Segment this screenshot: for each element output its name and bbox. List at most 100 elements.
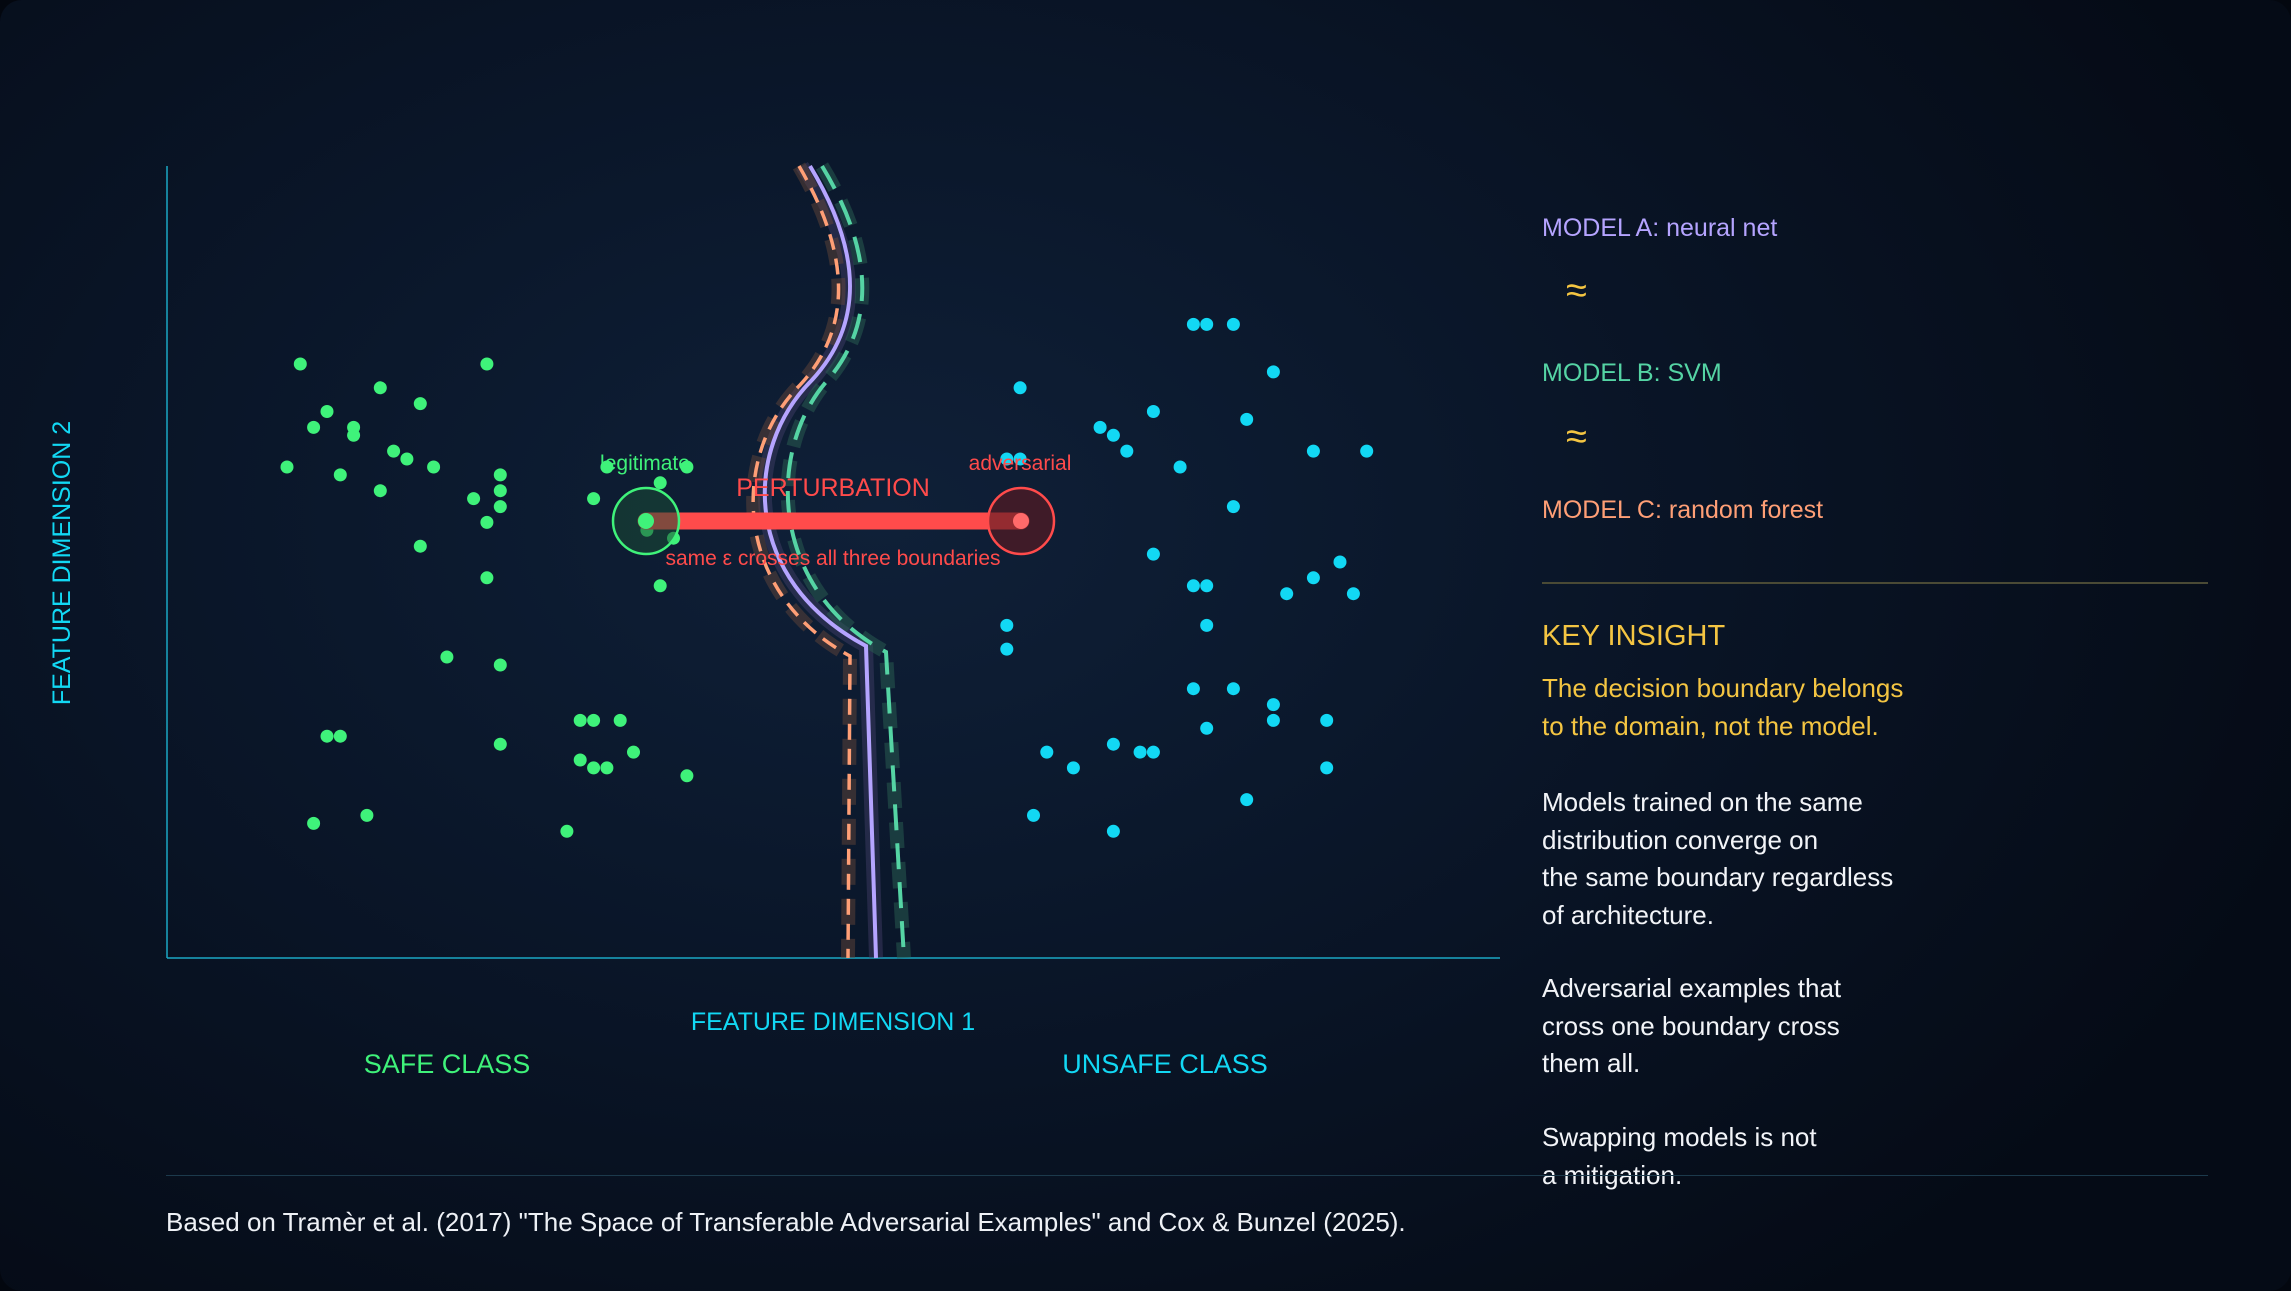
safe-point: [360, 808, 374, 822]
safe-point: [413, 539, 427, 553]
unsafe-point: [1093, 420, 1107, 434]
model-b-label: MODEL B: SVM: [1542, 359, 1722, 387]
unsafe-point: [1106, 737, 1120, 751]
unsafe-point: [1266, 365, 1280, 379]
boundary-model-a: [762, 164, 878, 959]
unsafe-point: [1200, 317, 1214, 331]
unsafe-point: [1266, 713, 1280, 727]
safe-point: [653, 579, 667, 593]
safe-point: [347, 428, 361, 442]
unsafe-point: [1146, 745, 1160, 759]
safe-point: [493, 468, 507, 482]
perturbation-group: [611, 486, 1056, 556]
safe-point: [573, 713, 587, 727]
unsafe-point: [1013, 381, 1027, 395]
footer-rule: [166, 1175, 2208, 1176]
unsafe-point: [1200, 579, 1214, 593]
unsafe-class-label: UNSAFE CLASS: [1062, 1049, 1268, 1079]
safe-point: [627, 745, 640, 759]
y-axis-label: FEATURE DIMENSION 2: [48, 421, 76, 705]
adversarial-point: [1013, 513, 1029, 529]
safe-point: [480, 515, 494, 529]
decision-boundaries: [746, 162, 911, 959]
unsafe-point: [1027, 808, 1040, 822]
safe-point: [467, 492, 481, 506]
unsafe-point: [1266, 698, 1280, 712]
safe-point: [400, 452, 414, 466]
safe-point: [280, 460, 294, 474]
unsafe-point: [1186, 682, 1200, 696]
unsafe-point: [1040, 745, 1054, 759]
safe-point: [427, 460, 441, 474]
legitimate-label: legitimate: [600, 452, 690, 475]
safe-point: [560, 824, 574, 838]
safe-point: [480, 571, 494, 585]
unsafe-point: [1346, 587, 1360, 601]
unsafe-point: [1320, 761, 1334, 775]
safe-point: [307, 816, 321, 830]
unsafe-point: [1066, 761, 1080, 775]
unsafe-point: [1200, 618, 1214, 632]
unsafe-point: [1146, 547, 1160, 561]
safe-point: [653, 476, 667, 490]
safe-point: [613, 713, 627, 727]
insight-title: KEY INSIGHT: [1542, 620, 1726, 652]
unsafe-point: [1240, 793, 1254, 807]
unsafe-point: [1240, 412, 1254, 426]
unsafe-point: [1186, 317, 1200, 331]
perturbation-label: PERTURBATION: [736, 474, 930, 502]
approx-symbol-2: ≈: [1566, 416, 1587, 458]
unsafe-point: [1000, 642, 1014, 656]
safe-point: [333, 729, 347, 743]
unsafe-point: [1133, 745, 1147, 759]
unsafe-point: [1000, 452, 1014, 466]
safe-point: [320, 405, 334, 418]
unsafe-point: [1200, 721, 1214, 735]
unsafe-point: [1306, 571, 1320, 585]
safe-point: [600, 460, 614, 474]
safe-point: [293, 357, 307, 371]
unsafe-point: [1226, 317, 1240, 331]
safe-point: [480, 357, 494, 371]
safe-point: [307, 420, 321, 434]
approx-symbol-1: ≈: [1566, 270, 1587, 312]
boundary-model-c: [751, 165, 852, 959]
unsafe-point: [1306, 444, 1320, 458]
safe-point: [387, 444, 401, 458]
safe-point: [320, 729, 334, 743]
insight-divider: [1542, 582, 2208, 584]
safe-point: [587, 492, 601, 506]
safe-point: [493, 500, 507, 514]
safe-point: [373, 484, 387, 498]
citation: Based on Tramèr et al. (2017) "The Space…: [166, 1207, 1406, 1237]
safe-point: [587, 713, 601, 727]
safe-point: [587, 761, 601, 775]
safe-point: [493, 484, 507, 498]
boundary-model-b: [785, 164, 906, 959]
unsafe-point: [1226, 682, 1240, 696]
safe-point: [440, 650, 454, 664]
adversarial-label: adversarial: [969, 452, 1072, 475]
safe-point: [493, 658, 507, 672]
unsafe-point: [1320, 713, 1334, 727]
safe-point: [680, 769, 694, 783]
unsafe-point: [1120, 444, 1134, 458]
unsafe-point: [1106, 824, 1120, 838]
unsafe-point: [1146, 405, 1160, 418]
unsafe-point: [1186, 579, 1200, 593]
unsafe-point: [1106, 428, 1120, 442]
unsafe-point: [1360, 444, 1374, 458]
model-c-label: MODEL C: random forest: [1542, 496, 1824, 524]
safe-point: [373, 381, 387, 395]
model-a-label: MODEL A: neural net: [1542, 214, 1778, 242]
safe-point: [333, 468, 347, 482]
safe-point: [680, 460, 694, 474]
safe-class-label: SAFE CLASS: [364, 1049, 531, 1079]
safe-point: [493, 737, 507, 751]
